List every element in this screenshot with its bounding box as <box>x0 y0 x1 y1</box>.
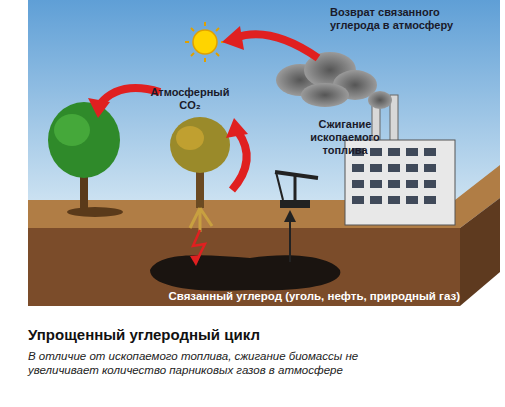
release-arrow <box>232 132 247 190</box>
tree-crown-light <box>176 126 204 150</box>
sun-ray <box>204 58 206 62</box>
window <box>424 180 436 188</box>
ground-front <box>28 228 460 306</box>
window <box>352 196 364 204</box>
window <box>352 164 364 172</box>
sun-ray <box>204 22 206 26</box>
window <box>406 164 418 172</box>
diagram-title: Упрощенный углеродный цикл <box>28 326 488 344</box>
window <box>424 164 436 172</box>
smoke-cloud <box>276 52 392 109</box>
sky <box>28 0 500 215</box>
sun <box>193 30 217 54</box>
window <box>406 196 418 204</box>
sun-ray <box>216 28 219 31</box>
arrowhead <box>226 118 248 138</box>
window <box>370 180 382 188</box>
fossil-deposit <box>150 255 340 291</box>
ground-label: Связанный углерод (уголь, нефть, природн… <box>40 290 460 304</box>
window <box>370 164 382 172</box>
window <box>388 148 400 156</box>
tree-crown-light <box>54 114 90 146</box>
arrowhead <box>88 98 110 118</box>
decay-arrowhead <box>190 255 201 266</box>
diagram-caption: В отличие от ископаемого топлива, сжиган… <box>28 350 413 378</box>
window <box>352 180 364 188</box>
window <box>424 148 436 156</box>
pump-base <box>280 200 310 208</box>
sun-ray <box>216 53 219 56</box>
ground-side <box>460 198 500 306</box>
process-label: Возврат связанного углерода в атмосферу <box>330 6 470 32</box>
process-label: Сжигание ископаемого топлива <box>290 118 400 158</box>
process-label: Атмосферный CO₂ <box>140 86 240 112</box>
sun-ray <box>191 53 194 56</box>
factory-windows <box>352 148 436 204</box>
window <box>406 148 418 156</box>
sun-ray <box>185 41 189 43</box>
window <box>388 196 400 204</box>
window <box>370 148 382 156</box>
pump-rod <box>276 172 283 200</box>
oil-pump <box>275 172 318 208</box>
window <box>370 196 382 204</box>
pump-post <box>294 175 297 200</box>
factory <box>345 95 455 225</box>
window <box>424 196 436 204</box>
tree-roots <box>190 208 212 232</box>
arrowhead <box>222 26 244 50</box>
tree-crown <box>48 102 120 178</box>
sun-ray <box>191 28 194 31</box>
window <box>388 164 400 172</box>
pipe-arrowhead <box>284 210 296 222</box>
tree-crown <box>170 117 230 173</box>
smoke-puff <box>301 83 349 107</box>
living-tree <box>48 102 123 217</box>
smoke-puff <box>368 91 392 109</box>
pump-beam <box>275 172 318 178</box>
dying-tree <box>170 117 230 266</box>
return-arrow <box>235 34 318 58</box>
tree-shadow <box>67 207 123 217</box>
carbon-arrows <box>88 26 318 190</box>
window <box>406 180 418 188</box>
sun-rays <box>185 22 225 62</box>
window <box>388 180 400 188</box>
